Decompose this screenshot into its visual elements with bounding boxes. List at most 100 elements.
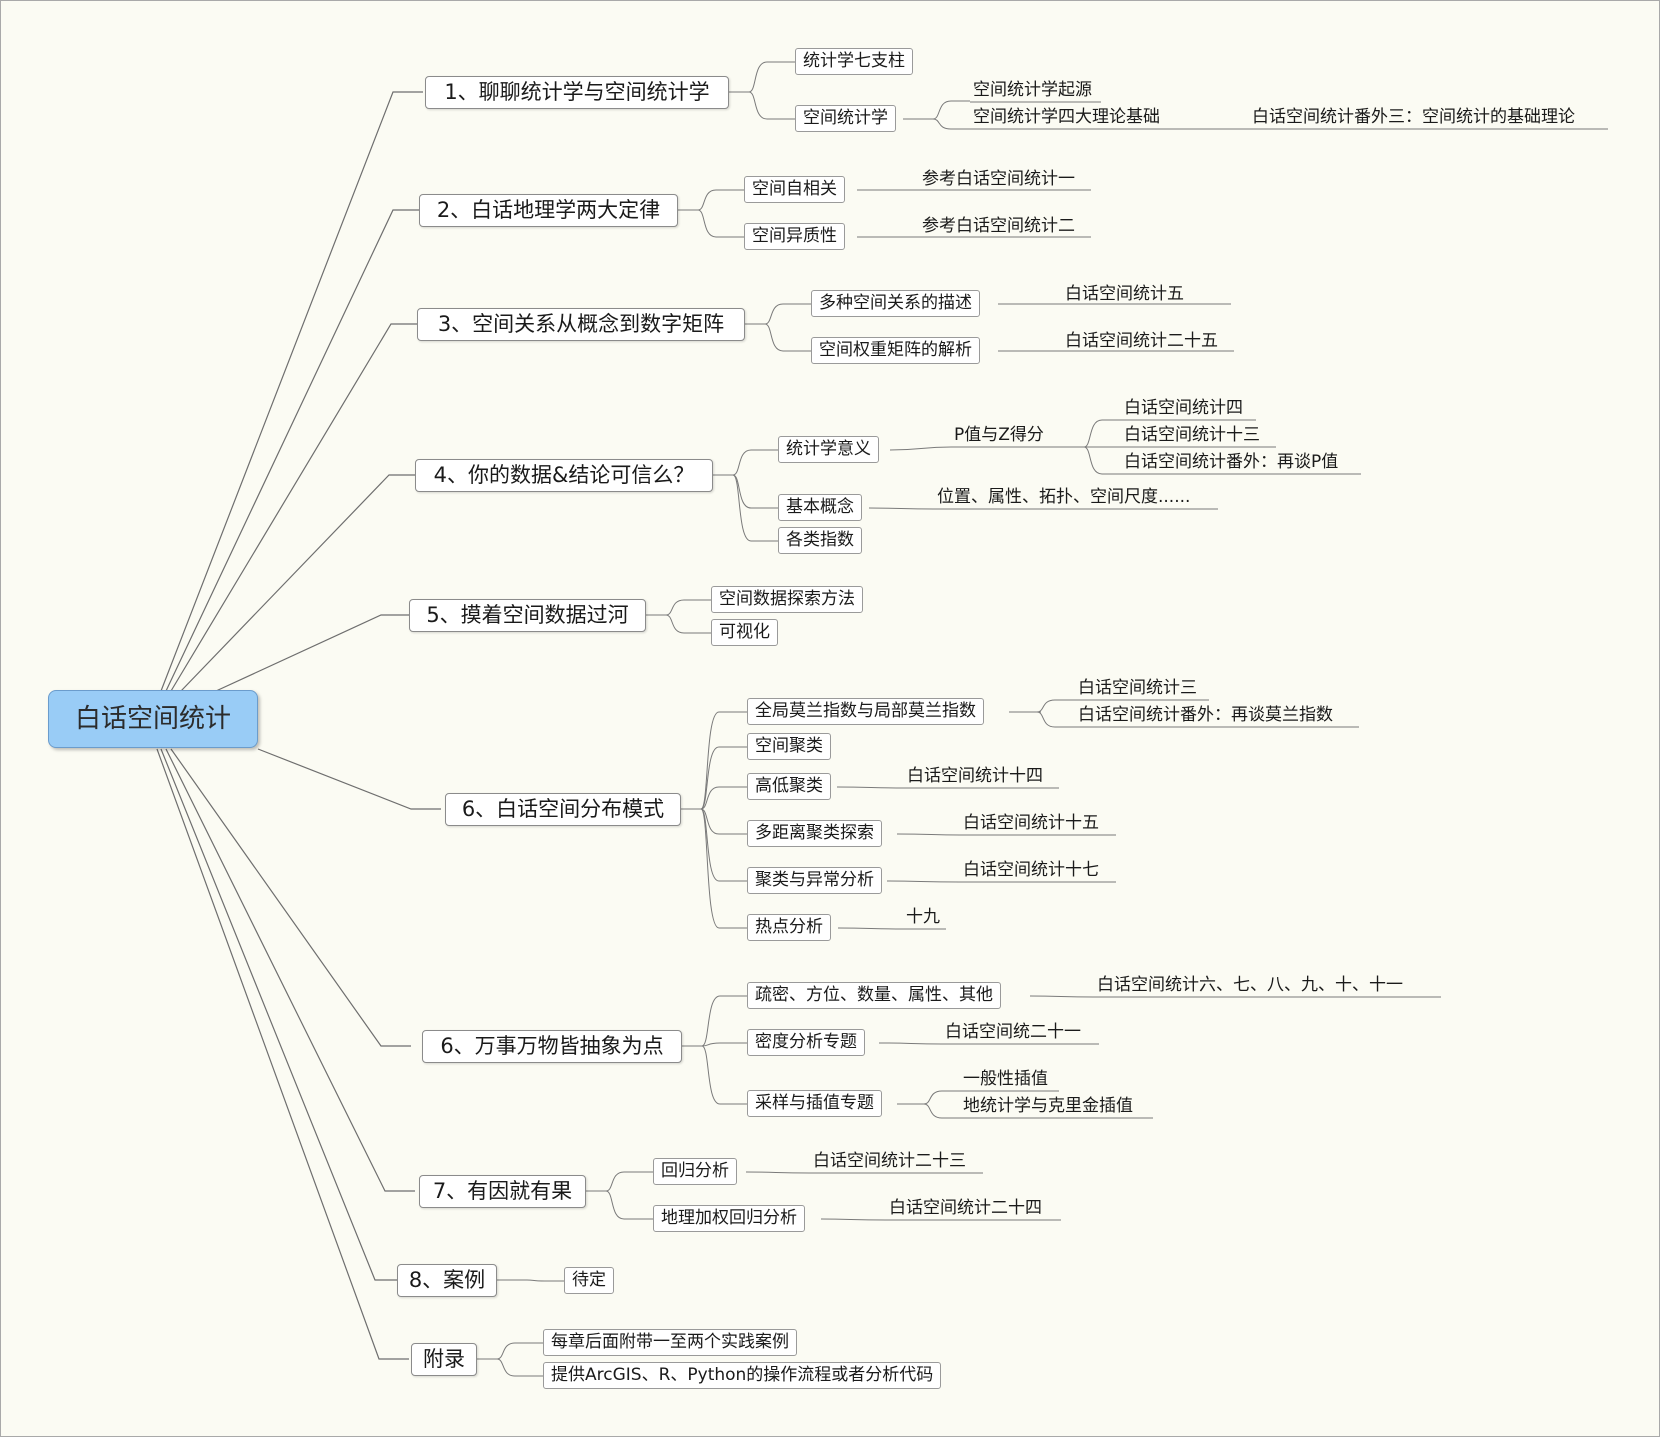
connector-line [923,1103,960,1119]
leaf-label[interactable]: 白话空间统计二十四 [889,1198,1042,1218]
leaf-label[interactable]: 白话空间统计二十三 [813,1151,966,1171]
subtopic[interactable]: 待定 [564,1267,614,1294]
connector-line [745,1171,983,1174]
connector-line [160,91,423,692]
topic-7[interactable]: 7、有因就有果 [419,1175,586,1208]
subtopic[interactable]: 密度分析专题 [747,1029,865,1056]
connector-line [170,323,421,692]
subtopic[interactable]: 每章后面附带一至两个实践案例 [543,1329,797,1356]
topic-1[interactable]: 1、聊聊统计学与空间统计学 [425,76,729,109]
leaf-label[interactable]: 白话空间统计五 [1065,284,1184,304]
connector-line [748,91,795,120]
leaf-label[interactable]: 白话空间统计二十五 [1065,331,1218,351]
subtopic[interactable]: 地理加权回归分析 [653,1205,805,1232]
subtopic[interactable]: 各类指数 [778,527,862,554]
leaf-label[interactable]: 参考白话空间统计二 [922,216,1075,236]
subtopic[interactable]: 空间自相关 [744,176,845,203]
connector-line [732,474,778,542]
subtopic[interactable]: 空间统计学 [795,105,896,132]
subtopic[interactable]: 空间权重矩阵的解析 [811,337,980,364]
connector-line [700,808,747,929]
leaf-label[interactable]: 空间统计学起源 [973,80,1092,100]
subtopic[interactable]: 全局莫兰指数与局部莫兰指数 [747,698,984,725]
connector-line [700,808,747,835]
topic-4[interactable]: 4、你的数据&结论可信么？ [415,459,713,492]
connector-line [215,614,411,692]
subtopic[interactable]: 统计学七支柱 [795,48,913,75]
connector-line [732,449,778,476]
subtopic[interactable]: 空间数据探索方法 [711,586,863,613]
connector-line [932,118,970,130]
leaf-label[interactable]: 白话空间统计十七 [963,860,1099,880]
subtopic[interactable]: 疏密、方位、数量、属性、其他 [747,982,1001,1009]
topic-2[interactable]: 2、白话地理学两大定律 [419,194,678,227]
connector-line [889,446,1086,451]
subtopic[interactable]: 采样与插值专题 [747,1090,882,1117]
connector-line [697,189,744,211]
connector-line [701,995,747,1047]
leaf-label[interactable]: 白话空间统计十四 [907,766,1043,786]
connector-line [1029,995,1441,998]
connector-line [1036,699,1075,713]
leaf-label[interactable]: 白话空间统二十一 [945,1022,1081,1042]
connector-line [878,1042,1099,1045]
leaf-label[interactable]: P值与Z得分 [954,425,1044,445]
leaf-label[interactable]: 白话空间统计番外：再谈P值 [1124,452,1339,472]
topic-5[interactable]: 5、摸着空间数据过河 [409,599,646,632]
root-topic[interactable]: 白话空间统计 [48,690,258,748]
connector-line [665,614,711,634]
connector-line [496,1358,543,1377]
connector-line [700,786,747,810]
leaf-label[interactable]: 白话空间统计番外：再谈莫兰指数 [1078,705,1333,725]
subtopic[interactable]: 空间聚类 [747,733,831,760]
connector-line [170,748,411,1047]
leaf-label[interactable]: 白话空间统计六、七、八、九、十、十一 [1097,975,1403,995]
subtopic[interactable]: 回归分析 [653,1158,737,1185]
topic-appendix[interactable]: 附录 [411,1343,477,1376]
leaf-label[interactable]: 白话空间统计三 [1078,678,1197,698]
connector-line [1036,711,1075,728]
leaf-label[interactable]: 十九 [906,907,940,927]
topic-3[interactable]: 3、空间关系从概念到数字矩阵 [417,308,745,341]
leaf-label[interactable]: 一般性插值 [963,1069,1048,1089]
connector-line [1083,446,1121,475]
connector-line [156,748,409,1360]
connector-line [820,1218,1061,1221]
connector-line [868,507,1218,510]
connector-line [748,61,795,93]
leaf-label[interactable]: 空间统计学四大理论基础 [973,107,1160,127]
leaf-label[interactable]: 参考白话空间统计一 [922,169,1075,189]
connector-line [932,100,970,120]
connector-line [764,323,811,352]
leaf-label[interactable]: 白话空间统计番外三：空间统计的基础理论 [1252,107,1575,127]
connector-line [1083,419,1121,448]
leaf-label[interactable]: 白话空间统计四 [1124,398,1243,418]
subtopic[interactable]: 统计学意义 [778,436,879,463]
subtopic[interactable]: 高低聚类 [747,773,831,800]
connector-line [700,711,747,810]
topic-8[interactable]: 8、案例 [397,1264,497,1297]
topic-6[interactable]: 6、白话空间分布模式 [445,793,681,826]
topic-6b[interactable]: 6、万事万物皆抽象为点 [422,1030,682,1063]
subtopic[interactable]: 可视化 [711,619,778,646]
leaf-label[interactable]: 白话空间统计十五 [963,813,1099,833]
leaf-label[interactable]: 位置、属性、拓扑、空间尺度...... [937,487,1191,507]
subtopic[interactable]: 基本概念 [778,494,862,521]
subtopic[interactable]: 多种空间关系的描述 [811,290,980,317]
connector-line [665,599,711,616]
subtopic[interactable]: 提供ArcGIS、R、Python的操作流程或者分析代码 [543,1362,942,1389]
subtopic[interactable]: 空间异质性 [744,223,845,250]
connector-line [701,1045,747,1105]
subtopic[interactable]: 热点分析 [747,914,831,941]
connector-line [165,748,415,1192]
subtopic[interactable]: 多距离聚类探索 [747,820,882,847]
subtopic[interactable]: 聚类与异常分析 [747,867,882,894]
connector-line [837,927,946,930]
connector-line [496,1342,543,1360]
connector-line [165,209,423,692]
leaf-label[interactable]: 白话空间统计十三 [1124,425,1260,445]
leaf-label[interactable]: 地统计学与克里金插值 [963,1096,1133,1116]
connector-line [732,474,778,509]
